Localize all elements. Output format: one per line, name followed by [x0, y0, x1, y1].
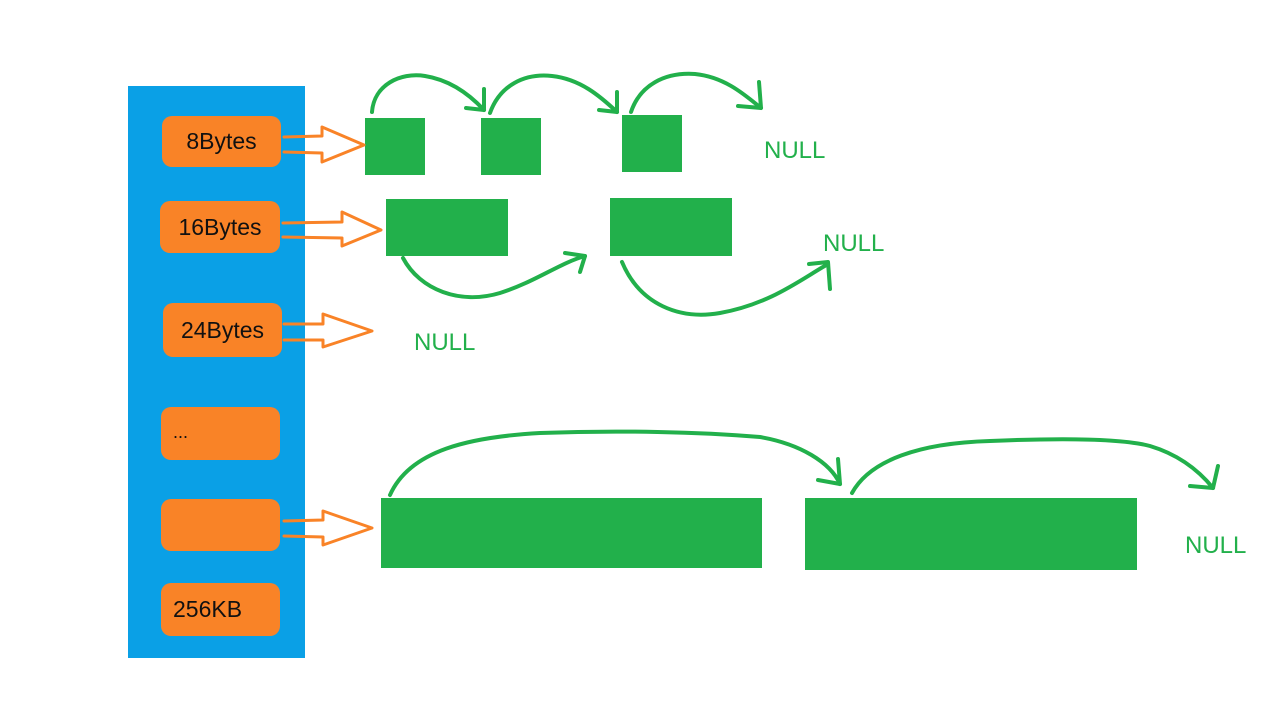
link-arrow-8bytes-1	[370, 73, 486, 114]
bucket-unlabeled	[161, 499, 280, 551]
link-arrow-8bytes-2	[488, 73, 619, 115]
bucket-256kb: 256KB	[161, 583, 280, 636]
block-16bytes-1	[386, 199, 508, 256]
block-8bytes-1	[365, 118, 425, 175]
link-arrowhead-8bytes-3	[736, 80, 763, 110]
link-arrowhead-large-2	[1188, 464, 1220, 490]
bucket-ellipsis: ...	[161, 407, 280, 460]
bucket-16bytes: 16Bytes	[160, 201, 280, 253]
block-16bytes-2	[610, 198, 732, 256]
block-large-1	[381, 498, 762, 568]
link-arrow-16bytes-1	[401, 254, 587, 299]
null-label-16bytes: NULL	[823, 230, 885, 257]
link-arrow-large-1	[388, 429, 842, 497]
block-large-2	[805, 498, 1137, 570]
hash-bucket-column	[128, 86, 305, 658]
link-arrowhead-8bytes-1	[464, 87, 486, 112]
link-arrow-8bytes-3	[629, 71, 763, 114]
link-arrow-16bytes-2	[620, 260, 830, 317]
block-8bytes-3	[622, 115, 682, 172]
null-label-large: NULL	[1185, 532, 1247, 559]
null-label-8bytes: NULL	[764, 137, 826, 164]
link-arrowhead-16bytes-1	[563, 251, 587, 274]
link-arrowhead-8bytes-2	[597, 90, 619, 114]
bucket-24bytes: 24Bytes	[163, 303, 282, 357]
bucket-8bytes: 8Bytes	[162, 116, 281, 167]
link-arrow-large-2	[850, 437, 1215, 495]
null-label-24bytes: NULL	[414, 329, 476, 356]
link-arrowhead-large-1	[816, 457, 842, 486]
block-8bytes-2	[481, 118, 541, 175]
link-arrowhead-16bytes-2	[807, 260, 832, 291]
